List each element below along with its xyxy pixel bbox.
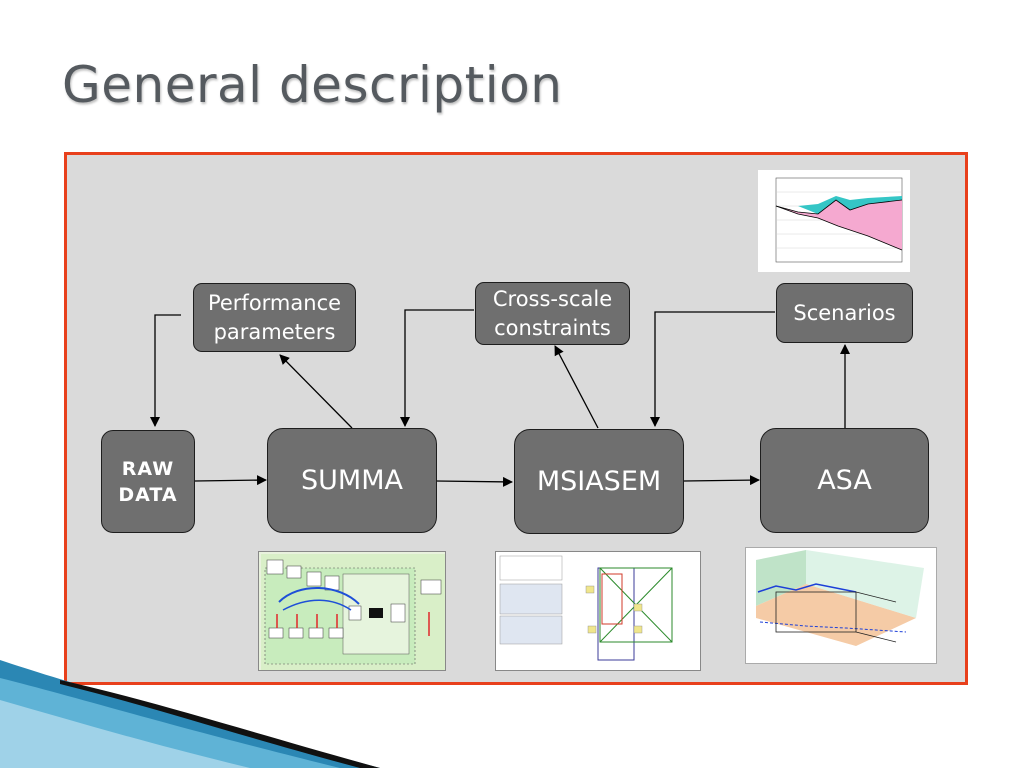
scenarios-label: Scenarios <box>793 300 896 325</box>
scenarios-box: Scenarios <box>776 283 913 343</box>
summa-label: SUMMA <box>301 465 403 496</box>
arrow-summa-to-msiasem <box>435 476 513 487</box>
performance-label-line1: Performance <box>207 290 342 315</box>
arrow-scenarios-to-msiasem <box>650 311 775 427</box>
cross-scale-label-line1: Cross-scale <box>492 286 613 311</box>
summa-diagram-thumbnail <box>258 551 446 671</box>
summa-box: SUMMA <box>267 428 437 533</box>
arrow-raw-to-summa <box>194 475 267 486</box>
asa-label: ASA <box>817 465 872 496</box>
arrow-msiasem-to-asa <box>683 475 760 486</box>
cross-scale-label-line2: constraints <box>494 315 611 340</box>
msiasem-diagram-thumbnail <box>495 551 701 671</box>
raw-data-label-line1: RAW <box>121 457 175 480</box>
arrow-performance-to-raw <box>150 314 181 427</box>
performance-parameters-box: Performance parameters <box>193 283 356 352</box>
page-title: General description <box>62 56 563 114</box>
cross-scale-constraints-box: Cross-scale constraints <box>475 282 630 345</box>
decorative-swoosh <box>0 660 380 768</box>
raw-data-label-line2: DATA <box>118 483 178 506</box>
asa-diagram-thumbnail <box>745 547 937 664</box>
raw-data-box: RAW DATA <box>101 430 195 533</box>
msiasem-box: MSIASEM <box>514 429 684 534</box>
msiasem-label: MSIASEM <box>536 466 662 497</box>
arrow-summa-to-performance <box>279 354 353 429</box>
asa-box: ASA <box>760 428 929 533</box>
arrow-crossscale-to-summa <box>400 309 474 427</box>
performance-label-line2: parameters <box>213 319 336 344</box>
scenario-chart-thumbnail <box>758 170 910 272</box>
arrow-msiasem-to-crossscale <box>554 345 599 429</box>
